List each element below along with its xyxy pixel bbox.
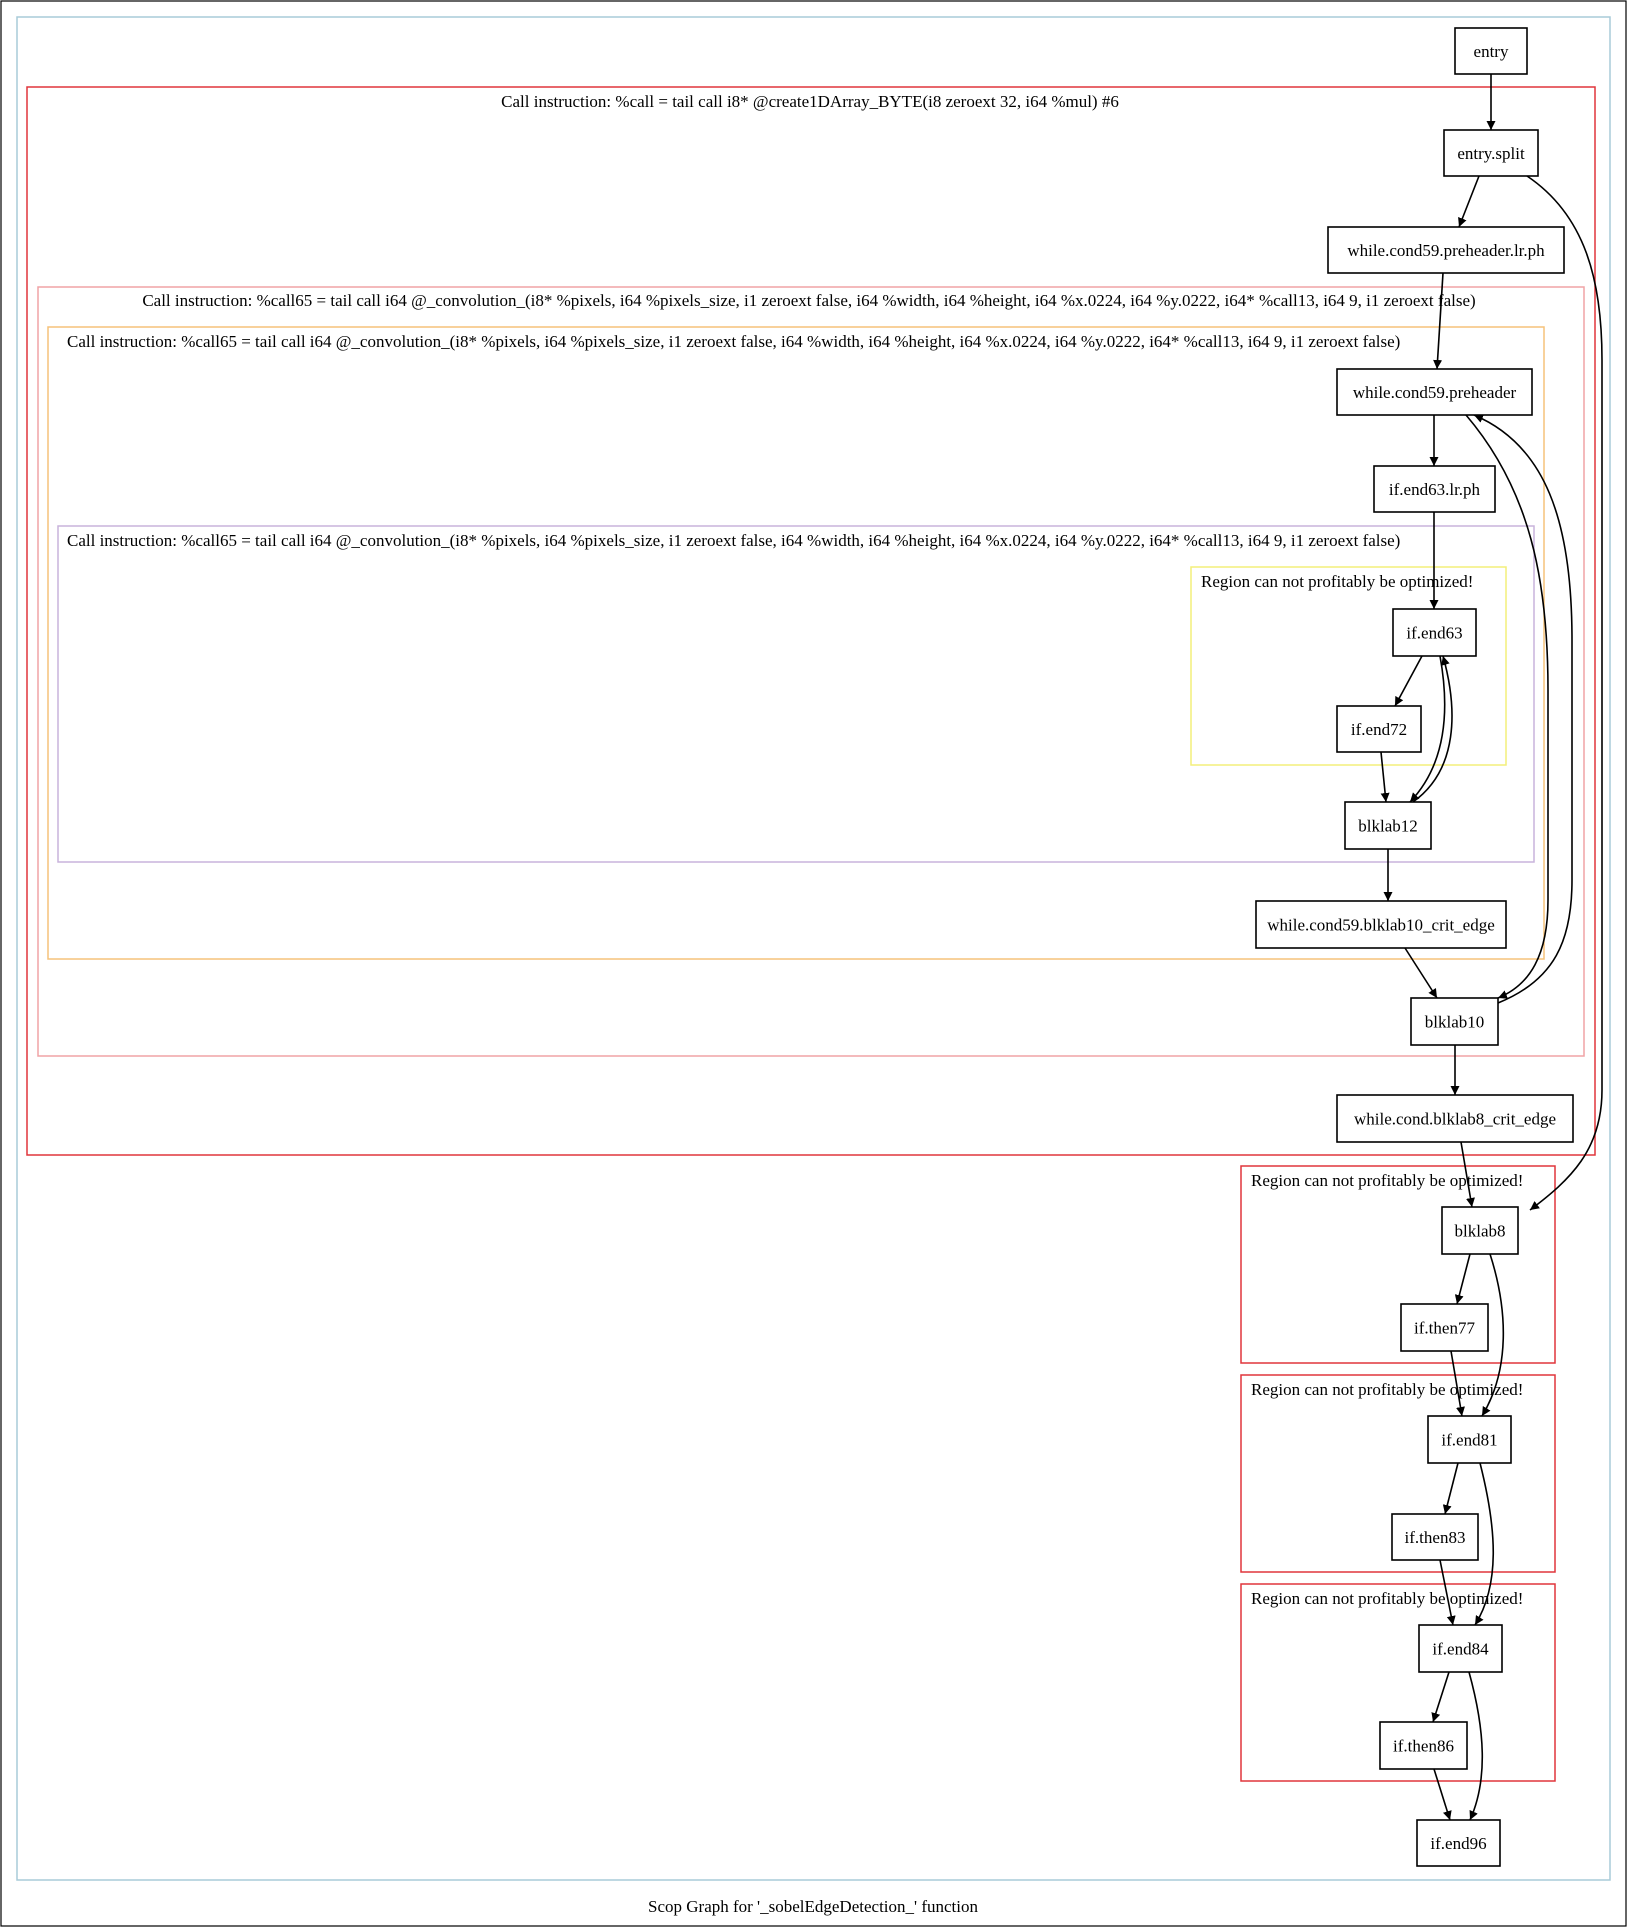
node-label-if-end96: if.end96	[1430, 1834, 1486, 1853]
node-box-if-then83[interactable]	[1391, 1513, 1479, 1561]
node-box-while-cond59-preheader-lr-ph[interactable]	[1327, 226, 1565, 274]
edge-if-then83-to-if-end84	[1439, 1559, 1456, 1626]
node-box-while-cond59-blklab10-crit-edge[interactable]	[1255, 900, 1507, 949]
cluster-label-call-create: Call instruction: %call = tail call i8* …	[501, 92, 1119, 111]
cluster-region-if-end84	[1240, 1583, 1556, 1782]
node-if-end81[interactable]: if.end81	[1427, 1415, 1512, 1464]
cluster-region-blklab8	[1240, 1165, 1556, 1364]
cluster-label-call65-b: Call instruction: %call65 = tail call i6…	[67, 332, 1400, 351]
node-label-entry-split: entry.split	[1457, 144, 1525, 163]
cluster-call65-a	[37, 286, 1585, 1057]
node-label-entry: entry	[1474, 42, 1509, 61]
edge-if-end81-to-if-end84	[1474, 1462, 1495, 1626]
node-box-entry[interactable]	[1454, 27, 1528, 75]
node-box-if-end63[interactable]	[1392, 608, 1477, 657]
edge-if-end84-to-if-then86	[1431, 1671, 1450, 1723]
node-blklab12[interactable]: blklab12	[1344, 801, 1432, 850]
node-while-cond59-preheader-lr-ph[interactable]: while.cond59.preheader.lr.ph	[1327, 226, 1565, 274]
node-label-blklab8: blklab8	[1455, 1222, 1506, 1241]
edge-if-end63-to-if-end72	[1394, 655, 1423, 707]
edge-if-end63-to-blklab12	[1409, 655, 1446, 803]
node-box-if-end81[interactable]	[1427, 1415, 1512, 1464]
edge-while-cond59-blklab10-crit-edge-to-blklab10	[1404, 947, 1438, 999]
edge-blklab10-to-while-cond59-preheader	[1473, 414, 1573, 1004]
node-label-if-then77: if.then77	[1414, 1319, 1475, 1338]
cluster-label-call65-a: Call instruction: %call65 = tail call i6…	[142, 291, 1475, 310]
edge-if-then86-to-if-end96	[1433, 1768, 1452, 1821]
cluster-label-region-blklab8: Region can not profitably be optimized!	[1251, 1171, 1523, 1190]
cluster-region-if-end63	[1190, 566, 1507, 766]
node-while-cond59-blklab10-crit-edge[interactable]: while.cond59.blklab10_crit_edge	[1255, 900, 1507, 949]
edge-blklab8-to-if-then77	[1454, 1253, 1471, 1305]
node-blklab8[interactable]: blklab8	[1441, 1206, 1519, 1255]
node-box-if-end63-lr-ph[interactable]	[1373, 465, 1496, 513]
edge-if-end72-to-blklab12	[1380, 751, 1390, 803]
cluster-call-create	[26, 86, 1596, 1156]
edge-while-cond59-preheader-lr-ph-to-while-cond59-preheader	[1433, 272, 1444, 370]
node-label-blklab12: blklab12	[1358, 817, 1418, 836]
node-if-end63-lr-ph[interactable]: if.end63.lr.ph	[1373, 465, 1496, 513]
edge-while-cond-blklab8-crit-edge-to-blklab8	[1460, 1141, 1475, 1208]
node-label-while-cond59-preheader: while.cond59.preheader	[1353, 383, 1517, 402]
node-label-while-cond59-blklab10-crit-edge: while.cond59.blklab10_crit_edge	[1267, 916, 1495, 935]
node-if-then83[interactable]: if.then83	[1391, 1513, 1479, 1561]
node-entry-split[interactable]: entry.split	[1443, 129, 1539, 177]
edge-if-then77-to-if-end81	[1450, 1350, 1465, 1417]
node-box-if-end96[interactable]	[1416, 1819, 1501, 1867]
node-label-if-end81: if.end81	[1441, 1431, 1497, 1450]
node-box-blklab8[interactable]	[1441, 1206, 1519, 1255]
node-label-if-then86: if.then86	[1393, 1737, 1454, 1756]
node-if-then86[interactable]: if.then86	[1379, 1721, 1468, 1770]
node-if-end72[interactable]: if.end72	[1336, 705, 1422, 753]
cluster-call65-b	[47, 326, 1545, 960]
graph-caption: Scop Graph for '_sobelEdgeDetection_' fu…	[648, 1897, 978, 1916]
cluster-outer	[16, 16, 1611, 1881]
cluster-call65-c	[57, 525, 1535, 863]
node-if-end84[interactable]: if.end84	[1418, 1624, 1503, 1673]
edge-blklab8-to-if-end81	[1481, 1253, 1505, 1417]
cluster-label-region-if-end63: Region can not profitably be optimized!	[1201, 572, 1473, 591]
cluster-label-call65-c: Call instruction: %call65 = tail call i6…	[67, 531, 1400, 550]
node-box-blklab12[interactable]	[1344, 801, 1432, 850]
node-if-end96[interactable]: if.end96	[1416, 1819, 1501, 1867]
node-box-while-cond59-preheader[interactable]	[1336, 368, 1533, 416]
node-box-entry-split[interactable]	[1443, 129, 1539, 177]
node-label-if-end63: if.end63	[1406, 624, 1462, 643]
cluster-label-region-if-end84: Region can not profitably be optimized!	[1251, 1589, 1523, 1608]
node-box-if-then77[interactable]	[1400, 1303, 1489, 1352]
node-label-while-cond59-preheader-lr-ph: while.cond59.preheader.lr.ph	[1347, 241, 1545, 260]
node-box-if-end84[interactable]	[1418, 1624, 1503, 1673]
node-while-cond59-preheader[interactable]: while.cond59.preheader	[1336, 368, 1533, 416]
node-label-blklab10: blklab10	[1425, 1013, 1485, 1032]
edge-entry-split-to-while-cond59-preheader-lr-ph	[1458, 175, 1480, 228]
node-label-if-end63-lr-ph: if.end63.lr.ph	[1389, 480, 1481, 499]
node-label-if-end84: if.end84	[1432, 1640, 1489, 1659]
edge-while-cond59-preheader-to-blklab10	[1465, 414, 1549, 999]
node-if-then77[interactable]: if.then77	[1400, 1303, 1489, 1352]
edges-layer	[1380, 74, 1603, 1821]
node-blklab10[interactable]: blklab10	[1410, 997, 1499, 1046]
node-label-if-end72: if.end72	[1351, 720, 1407, 739]
node-box-while-cond-blklab8-crit-edge[interactable]	[1336, 1094, 1574, 1143]
node-entry[interactable]: entry	[1454, 27, 1528, 75]
node-box-blklab10[interactable]	[1410, 997, 1499, 1046]
edge-blklab12-to-if-end63	[1412, 655, 1453, 803]
node-while-cond-blklab8-crit-edge[interactable]: while.cond.blklab8_crit_edge	[1336, 1094, 1574, 1143]
nodes-layer: entry entry.split while.cond59.preheader.l…	[1255, 27, 1574, 1867]
edge-entry-split-to-blklab8	[1526, 175, 1603, 1211]
edge-if-end84-to-if-end96	[1468, 1671, 1484, 1821]
node-label-while-cond-blklab8-crit-edge: while.cond.blklab8_crit_edge	[1354, 1110, 1556, 1129]
node-box-if-end72[interactable]	[1336, 705, 1422, 753]
clusters-layer: Call instruction: %call = tail call i8* …	[16, 16, 1611, 1881]
cluster-region-if-end81	[1240, 1374, 1556, 1573]
cluster-label-region-if-end81: Region can not profitably be optimized!	[1251, 1380, 1523, 1399]
node-label-if-then83: if.then83	[1405, 1528, 1466, 1547]
node-if-end63[interactable]: if.end63	[1392, 608, 1477, 657]
edge-if-end81-to-if-then83	[1442, 1462, 1459, 1515]
node-box-if-then86[interactable]	[1379, 1721, 1468, 1770]
